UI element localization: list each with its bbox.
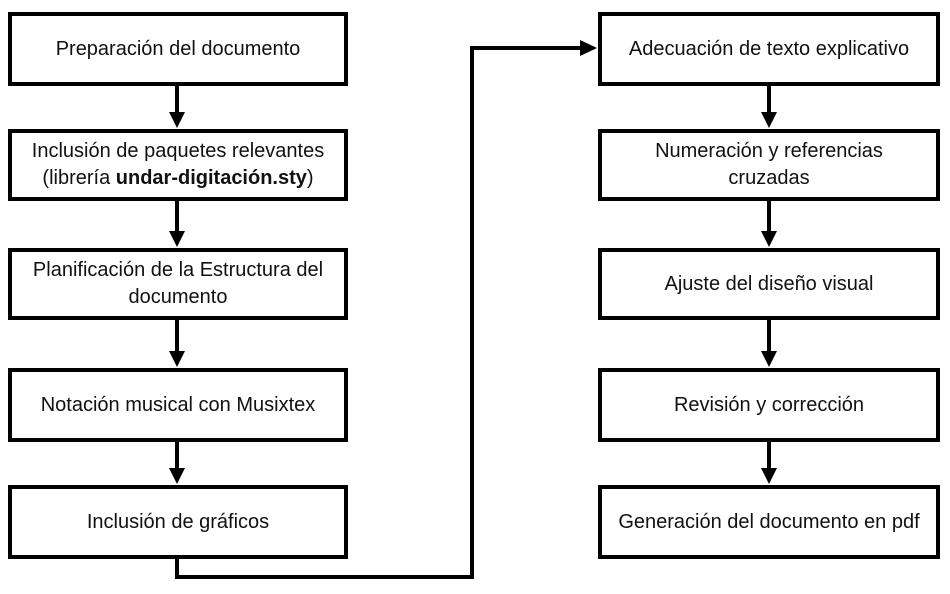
step-label: Notación musical con Musixtex	[40, 393, 316, 416]
step-label: Inclusión de paquetes relevantes (librer…	[32, 138, 324, 192]
step-label: Generación del documento en pdf	[618, 510, 920, 533]
left-arrowheads	[169, 112, 185, 484]
step-label-line1: Planificación de la Estructura del	[32, 259, 324, 281]
step-adecuacion-texto: Adecuación de texto explicativo	[598, 12, 940, 86]
step-label-line1: Inclusión de paquetes relevantes	[31, 140, 325, 162]
step-label: Adecuación de texto explicativo	[628, 37, 910, 60]
step-ajuste-diseno: Ajuste del diseño visual	[598, 248, 940, 320]
cross-connector	[175, 46, 582, 579]
step-revision-correccion: Revisión y corrección	[598, 368, 940, 442]
step-label-line2-prefix: (librería	[42, 167, 116, 189]
step-label: Revisión y corrección	[673, 393, 865, 416]
step-planificacion-estructura: Planificación de la Estructura del docum…	[8, 248, 348, 320]
step-notacion-musical: Notación musical con Musixtex	[8, 368, 348, 442]
step-inclusion-paquetes: Inclusión de paquetes relevantes (librer…	[8, 129, 348, 201]
step-label: Preparación del documento	[55, 37, 301, 60]
step-inclusion-graficos: Inclusión de gráficos	[8, 485, 348, 559]
step-label: Planificación de la Estructura del docum…	[33, 257, 323, 311]
cross-connector-arrowhead	[580, 40, 597, 56]
step-label: Ajuste del diseño visual	[664, 272, 874, 295]
step-label: Numeración y referencias cruzadas	[655, 140, 883, 189]
step-generacion-pdf: Generación del documento en pdf	[598, 485, 940, 559]
step-numeracion-referencias: Numeración y referencias cruzadas	[598, 129, 940, 201]
step-label: Inclusión de gráficos	[86, 510, 270, 533]
right-arrowheads	[761, 112, 777, 484]
step-preparacion-documento: Preparación del documento	[8, 12, 348, 86]
library-name: undar-digitación.sty	[115, 167, 307, 189]
step-label-line2: documento	[128, 286, 228, 308]
step-label-line2-suffix: )	[306, 167, 314, 189]
